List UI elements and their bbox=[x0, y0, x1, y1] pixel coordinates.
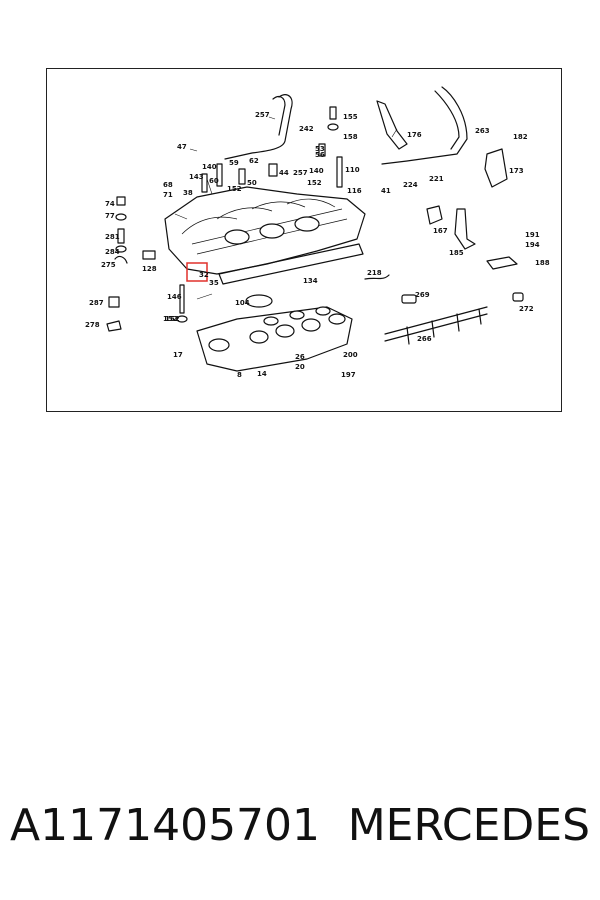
callout-label: 182 bbox=[513, 133, 528, 141]
callout-label: 176 bbox=[407, 131, 422, 139]
callout-label: 8 bbox=[237, 371, 242, 379]
callout-label: 116 bbox=[347, 187, 362, 195]
callout-label: 263 bbox=[475, 127, 490, 135]
callout-label: 197 bbox=[341, 371, 356, 379]
callout-label: 173 bbox=[509, 167, 524, 175]
callout-label: 47 bbox=[177, 143, 187, 151]
callout-label: 71 bbox=[163, 191, 173, 199]
callout-label: 257 bbox=[255, 111, 270, 119]
callout-label: 152 bbox=[163, 315, 178, 323]
callout-label: 167 bbox=[433, 227, 448, 235]
callout-label: 278 bbox=[85, 321, 100, 329]
bolts-left bbox=[106, 196, 188, 332]
callout-label: 200 bbox=[343, 351, 358, 359]
callout-label: 158 bbox=[343, 133, 358, 141]
callout-label: 68 bbox=[163, 181, 173, 189]
callout-label: 146 bbox=[167, 293, 182, 301]
callout-label: 284 bbox=[105, 248, 120, 256]
callout-label: 44 bbox=[279, 169, 289, 177]
callout-label: 17 bbox=[173, 351, 183, 359]
coolant-pipe-left bbox=[224, 94, 293, 160]
callout-label: 35 bbox=[209, 279, 219, 287]
callout-label: 269 bbox=[415, 291, 430, 299]
coolant-pipe-right bbox=[381, 86, 468, 165]
callout-label: 194 bbox=[525, 241, 540, 249]
intake-manifold-lower bbox=[196, 306, 353, 372]
callout-label: 242 bbox=[299, 125, 314, 133]
bracket-173 bbox=[484, 148, 508, 188]
callout-label: 224 bbox=[403, 181, 418, 189]
callout-label: 41 bbox=[381, 187, 391, 195]
callout-label: 281 bbox=[105, 233, 120, 241]
callout-label: 134 bbox=[303, 277, 318, 285]
footer: A1171405701 MERCEDES bbox=[10, 800, 590, 860]
callout-label: 221 bbox=[429, 175, 444, 183]
callout-label: 266 bbox=[417, 335, 432, 343]
callout-label: 26 bbox=[295, 353, 305, 361]
callout-label: 104 bbox=[235, 299, 250, 307]
callout-label: 32 bbox=[199, 271, 209, 279]
callout-label: 60 bbox=[209, 177, 219, 185]
callout-label: 152 bbox=[307, 179, 322, 187]
callout-label: 272 bbox=[519, 305, 534, 313]
callout-label: 287 bbox=[89, 299, 104, 307]
gasket-strip bbox=[218, 243, 364, 285]
callout-label: 56 bbox=[315, 151, 325, 159]
callout-label: 50 bbox=[247, 179, 257, 187]
callout-label: 140 bbox=[309, 167, 324, 175]
highlight-box-32 bbox=[186, 262, 208, 282]
callout-label: 218 bbox=[367, 269, 382, 277]
callout-label: 38 bbox=[183, 189, 193, 197]
callout-label: 20 bbox=[295, 363, 305, 371]
seal-ring bbox=[245, 294, 273, 308]
callout-label: 143 bbox=[189, 173, 204, 181]
callout-label: 128 bbox=[142, 265, 157, 273]
callout-label: 152 bbox=[165, 315, 180, 323]
callout-label: 191 bbox=[525, 231, 540, 239]
callout-label: 155 bbox=[343, 113, 358, 121]
callout-label: 59 bbox=[229, 159, 239, 167]
callout-label: 140 bbox=[202, 163, 217, 171]
callout-label: 257 bbox=[293, 169, 308, 177]
callout-label: 185 bbox=[449, 249, 464, 257]
part-number: A1171405701 bbox=[10, 800, 321, 851]
fuel-rail bbox=[384, 306, 488, 342]
callout-label: 62 bbox=[249, 157, 259, 165]
bracket-176 bbox=[376, 100, 408, 150]
callout-label: 152 bbox=[227, 185, 242, 193]
callout-label: 188 bbox=[535, 259, 550, 267]
callout-label: 53 bbox=[315, 145, 325, 153]
brand-name: MERCEDES bbox=[347, 800, 590, 851]
callout-label: 275 bbox=[101, 261, 116, 269]
callout-label: 77 bbox=[105, 212, 115, 220]
intake-manifold-upper bbox=[164, 186, 366, 275]
leader-lines bbox=[174, 116, 398, 300]
bolts-top bbox=[201, 106, 343, 193]
callout-label: 14 bbox=[257, 370, 267, 378]
callout-label: 74 bbox=[105, 200, 115, 208]
callout-label: 110 bbox=[345, 166, 360, 174]
